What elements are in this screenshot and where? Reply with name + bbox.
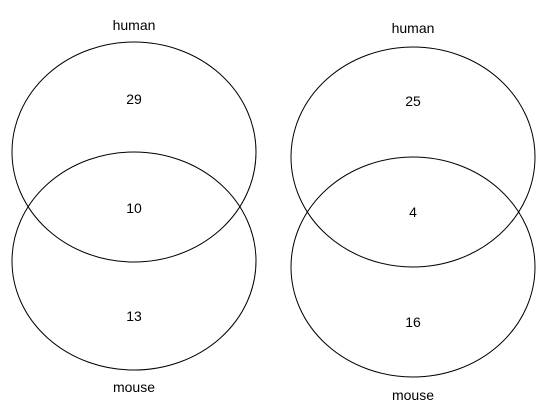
- venn-right-top-only-count: 25: [405, 93, 421, 109]
- venn-left-top-only-count: 29: [126, 91, 142, 107]
- venn-right-top-set-label: human: [392, 20, 435, 36]
- venn-left-bottom-set-circle: [11, 151, 257, 371]
- venn-left-top-set-circle: [11, 41, 257, 263]
- venn-right-bottom-set-label: mouse: [392, 387, 434, 403]
- venn-left-intersection-count: 10: [126, 200, 142, 216]
- venn-diagram-left: human 29 10 13 mouse: [11, 17, 257, 395]
- venn-right-bottom-set-circle: [290, 156, 536, 378]
- venn-diagram-right: human 25 4 16 mouse: [290, 20, 536, 403]
- venn-left-bottom-only-count: 13: [126, 308, 142, 324]
- venn-left-top-set-label: human: [113, 17, 156, 33]
- venn-right-top-set-circle: [290, 46, 536, 268]
- venn-right-bottom-only-count: 16: [405, 314, 421, 330]
- venn-right-intersection-count: 4: [409, 204, 417, 220]
- venn-left-bottom-set-label: mouse: [113, 379, 155, 395]
